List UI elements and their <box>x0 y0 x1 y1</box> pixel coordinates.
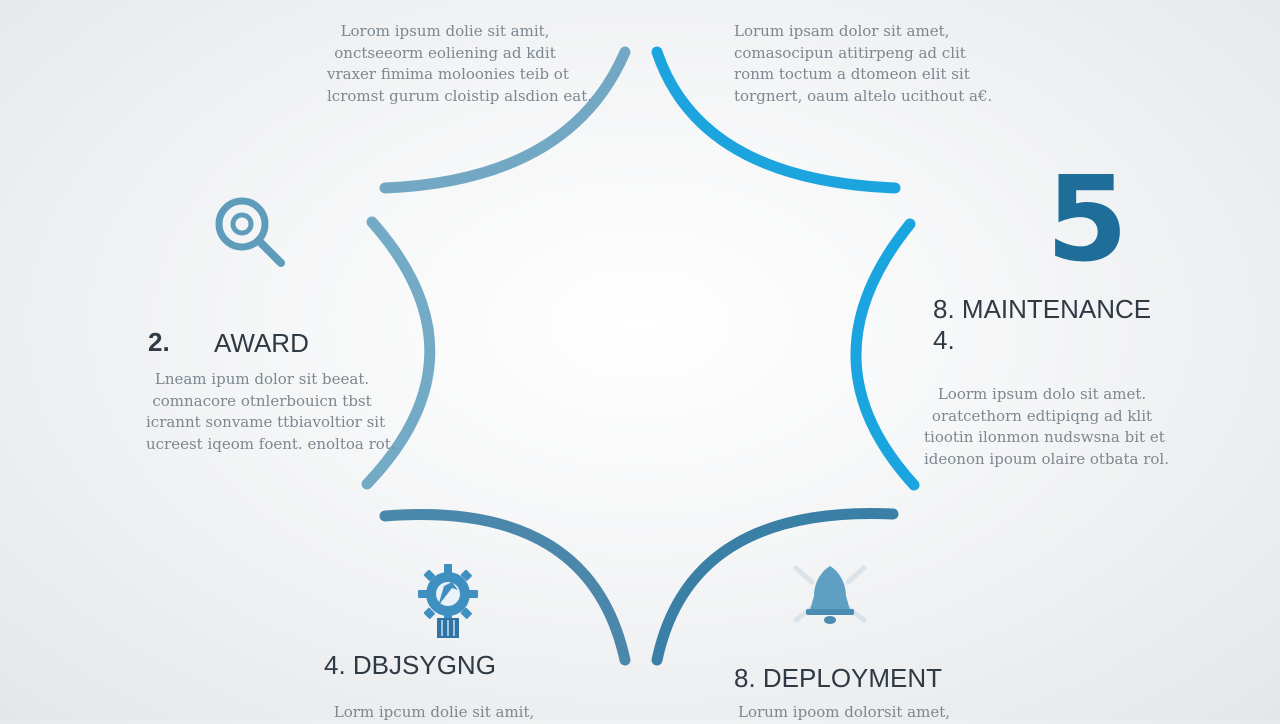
text-block-bottom-left: Lorm ipcum dolie sit amit, <box>316 702 552 724</box>
step-title-designing: 4. DBJSYGNG <box>324 650 496 680</box>
text-line: ideonon ipoum olaire otbata rol. <box>924 449 1170 468</box>
step-title-award: AWARD <box>214 328 309 358</box>
arc-right <box>850 218 920 491</box>
step-title-maintenance: 8. MAINTENANCE <box>933 294 1152 324</box>
big-step-number: 5 <box>1046 150 1129 288</box>
text-line: Lorum ipsam dolor sit amet, <box>734 22 950 40</box>
text-line: Lorom ipsum dolie sit amit, <box>340 22 550 40</box>
bell-icon <box>793 565 867 624</box>
text-line: Lorum ipoom dolorsit amet, <box>737 703 951 721</box>
text-block-top-left: Lorom ipsum dolie sit amit, onctseeorm e… <box>327 21 593 107</box>
text-block-right: Loorm ipsum dolo sit amet. oratcethorn e… <box>924 384 1170 470</box>
arc-left <box>361 216 436 490</box>
arc-top-left <box>379 46 631 194</box>
arc-top-right <box>651 46 901 194</box>
text-line: torgnert, oaum altelo ucithout a€. <box>734 86 993 105</box>
arc-bottom-left <box>379 509 631 666</box>
text-line: comasocipun atitirpeng ad clit <box>734 43 966 62</box>
text-line: oratcethorn edtipiqng ad klit <box>931 406 1153 425</box>
text-line: ronm toctum a dtomeon elit sit <box>734 65 970 83</box>
text-line: ucreest iqeom foent. enoltoa rot. <box>146 434 396 453</box>
text-line: lcromst gurum cloistip alsdion eat. <box>327 86 593 105</box>
step-number-right: 4. <box>933 325 955 355</box>
text-line: icrannt sonvame ttbiavoltior sit <box>146 413 386 431</box>
text-line: comnacore otnlerbouicn tbst <box>152 391 372 410</box>
text-block-top-right: Lorum ipsam dolor sit amet, comasocipun … <box>734 21 993 107</box>
gear-wrench-icon <box>418 564 478 638</box>
text-block-bottom-right: Lorum ipoom dolorsit amet, <box>726 702 962 724</box>
step-number-left: 2. <box>148 327 170 357</box>
text-line: Lorm ipcum dolie sit amit, <box>333 703 535 721</box>
text-line: Lneam ipum dolor sit beeat. <box>154 370 370 388</box>
text-line: Loorm ipsum dolo sit amet. <box>937 385 1147 403</box>
text-line: vraxer fimima moloonies teib ot <box>327 65 569 83</box>
magnifier-icon <box>215 197 285 267</box>
text-line: onctseeorm eoliening ad kdit <box>334 43 556 62</box>
text-block-left: Lneam ipum dolor sit beeat. comnacore ot… <box>146 369 396 455</box>
arc-bottom-right <box>651 508 899 666</box>
step-title-deployment: 8. DEPLOYMENT <box>734 663 943 693</box>
text-line: tiootin ilonmon nudswsna bit et <box>924 428 1165 446</box>
